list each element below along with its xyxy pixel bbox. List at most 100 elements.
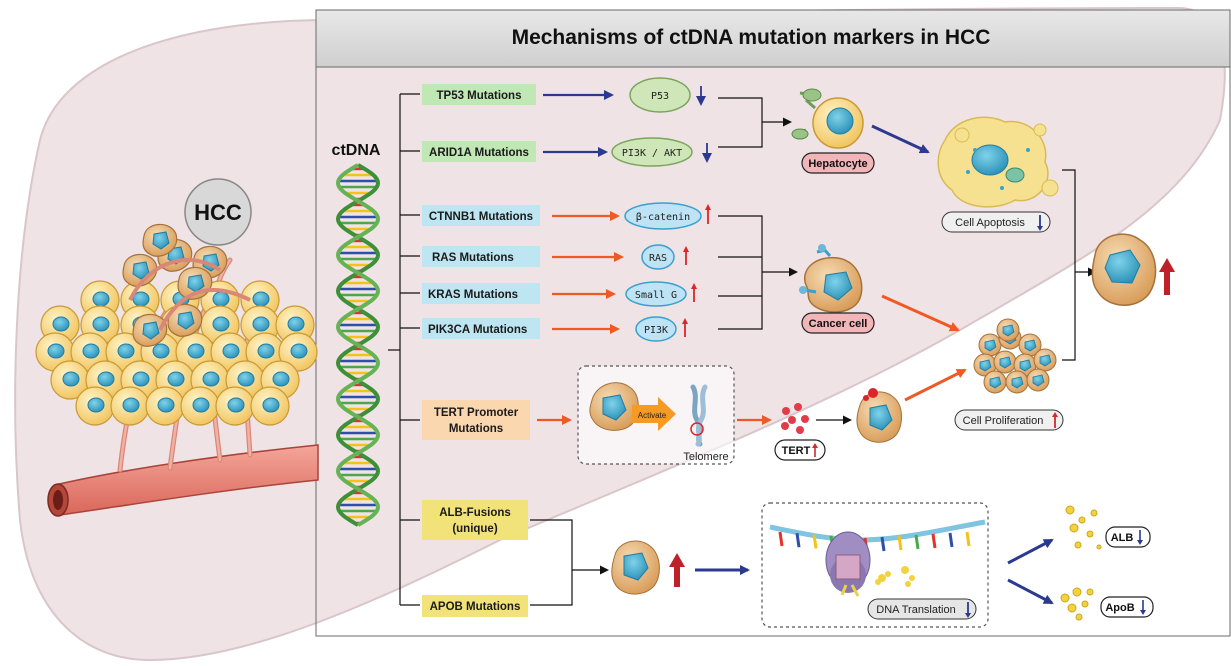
hepatocyte-label: Hepatocyte <box>801 152 875 174</box>
mrna-codon <box>880 536 886 552</box>
mrna-codon <box>778 531 784 547</box>
protein-pi3k-akt-label: PI3K / AKT <box>622 148 682 159</box>
mrna-codon <box>914 534 920 550</box>
mutation-alb-fusions: ALB-Fusions (unique) <box>422 500 528 540</box>
mutation-apob: APOB Mutations <box>422 595 528 617</box>
mutation-ctnnb1: CTNNB1 Mutations <box>422 205 540 226</box>
protein-small-g: Small G <box>625 281 687 307</box>
hepatocyte-label-text: Hepatocyte <box>808 158 867 170</box>
final-up-arrow <box>1159 258 1175 295</box>
hcc-cell <box>180 386 220 426</box>
mrna-codon <box>931 533 937 549</box>
mrna-codon <box>812 534 818 549</box>
hcc-cell <box>50 360 90 400</box>
apob-particles <box>1060 587 1094 621</box>
cancer-cell-label-text: Cancer cell <box>809 318 868 330</box>
arrow-tert-to-proliferation <box>904 368 967 402</box>
alb-up-arrow <box>669 553 685 587</box>
mutation-alb-label-2: (unique) <box>452 523 498 535</box>
hepatocyte-cell <box>791 88 864 149</box>
page-title: Mechanisms of ctDNA mutation markers in … <box>512 26 991 49</box>
tert-cancer-cell <box>856 388 902 443</box>
apoptosis-label: Cell Apoptosis <box>955 217 1025 229</box>
apob-badge: ApoB <box>1100 596 1154 618</box>
protein-beta-catenin-label: β-catenin <box>636 212 690 223</box>
mutation-alb-label-1: ALB-Fusions <box>439 507 511 519</box>
alb-apob-bracket <box>530 519 609 606</box>
tert-molecules <box>781 403 809 434</box>
mrna-codon <box>948 532 954 548</box>
proliferating-cell <box>983 370 1007 394</box>
alb-cancer-cell <box>611 540 660 595</box>
hcc-illustration: HCC <box>35 178 319 517</box>
proliferating-cell <box>1026 368 1050 392</box>
ctdna-label: ctDNA <box>332 142 381 159</box>
mrna-codon <box>795 532 801 548</box>
hcc-cell <box>215 386 255 426</box>
proliferating-cells <box>973 318 1057 394</box>
protein-p53: P53 <box>629 77 691 113</box>
helix-strand-b <box>335 163 381 527</box>
proliferation-badge: Cell Proliferation <box>954 409 1064 431</box>
mutation-tert-label-2: Mutations <box>449 423 503 435</box>
hcc-cell <box>75 386 115 426</box>
mutation-tert-promoter: TERT Promoter Mutations <box>422 400 530 440</box>
hcc-label: HCC <box>194 200 242 225</box>
protein-pi3k-akt: PI3K / AKT <box>611 137 693 167</box>
tert-label: TERT <box>782 445 811 457</box>
proliferating-cell <box>993 350 1017 374</box>
dna-translation-label: DNA Translation <box>876 604 955 616</box>
arrow-cancer-to-proliferation <box>881 294 960 332</box>
proliferating-cell <box>978 333 1002 357</box>
protein-ras: RAS <box>641 244 675 270</box>
telomere-label: Telomere <box>683 451 728 463</box>
alb-particles <box>1065 505 1102 550</box>
protein-p53-label: P53 <box>651 91 669 102</box>
hcc-bubble <box>184 178 252 246</box>
blood-vessel <box>54 444 319 516</box>
protein-beta-catenin: β-catenin <box>624 202 702 230</box>
mutation-kras: KRAS Mutations <box>422 283 540 304</box>
mutation-tp53: TP53 Mutations <box>422 84 536 105</box>
proliferating-cell <box>996 318 1020 342</box>
mutation-arid1a: ARID1A Mutations <box>422 141 536 162</box>
mutation-ras-label: RAS Mutations <box>432 252 514 264</box>
mutation-tert-label-1: TERT Promoter <box>434 407 519 419</box>
mutation-pik3ca-label: PIK3CA Mutations <box>428 324 527 336</box>
hcc-cell <box>110 386 150 426</box>
activate-label: Activate <box>638 411 667 420</box>
cancer-cell <box>799 244 863 313</box>
arrow-to-apob <box>1007 578 1054 605</box>
tumor-cell <box>122 253 158 287</box>
title-bar <box>315 9 1231 68</box>
hcc-cell <box>250 386 290 426</box>
mutation-kras-label: KRAS Mutations <box>428 289 518 301</box>
proliferating-cell <box>973 353 997 377</box>
tumor-cell <box>132 313 168 347</box>
mutation-arrows <box>537 90 624 425</box>
dna-translation-box: DNA Translation <box>761 502 989 628</box>
protein-small-g-label: Small G <box>635 290 677 301</box>
protein-pi3k: PI3K <box>635 316 677 342</box>
apob-label: ApoB <box>1105 602 1134 614</box>
apoptosis-badge: Cell Apoptosis <box>941 211 1051 233</box>
cancer-cell-label: Cancer cell <box>801 312 875 334</box>
alb-badge: ALB <box>1105 526 1151 548</box>
hcc-cell <box>145 386 185 426</box>
final-cancer-cell <box>1091 233 1157 306</box>
ctdna-bracket <box>388 93 420 606</box>
mutation-tp53-label: TP53 Mutations <box>437 90 522 102</box>
tert-badge: TERT <box>774 439 826 461</box>
alb-label: ALB <box>1111 532 1134 544</box>
arrow-to-alb <box>1007 538 1054 565</box>
mrna-codon <box>965 531 971 547</box>
ctdna-helix <box>335 163 381 527</box>
mutation-apob-label: APOB Mutations <box>430 601 521 613</box>
protein-pi3k-label: PI3K <box>644 325 668 336</box>
mutation-arid1a-label: ARID1A Mutations <box>429 147 529 159</box>
mutation-pik3ca: PIK3CA Mutations <box>422 318 540 339</box>
tumor-cell <box>167 303 203 337</box>
mutation-ctnnb1-label: CTNNB1 Mutations <box>429 211 533 223</box>
tert-activation-box: Activate Telomere <box>577 365 735 465</box>
